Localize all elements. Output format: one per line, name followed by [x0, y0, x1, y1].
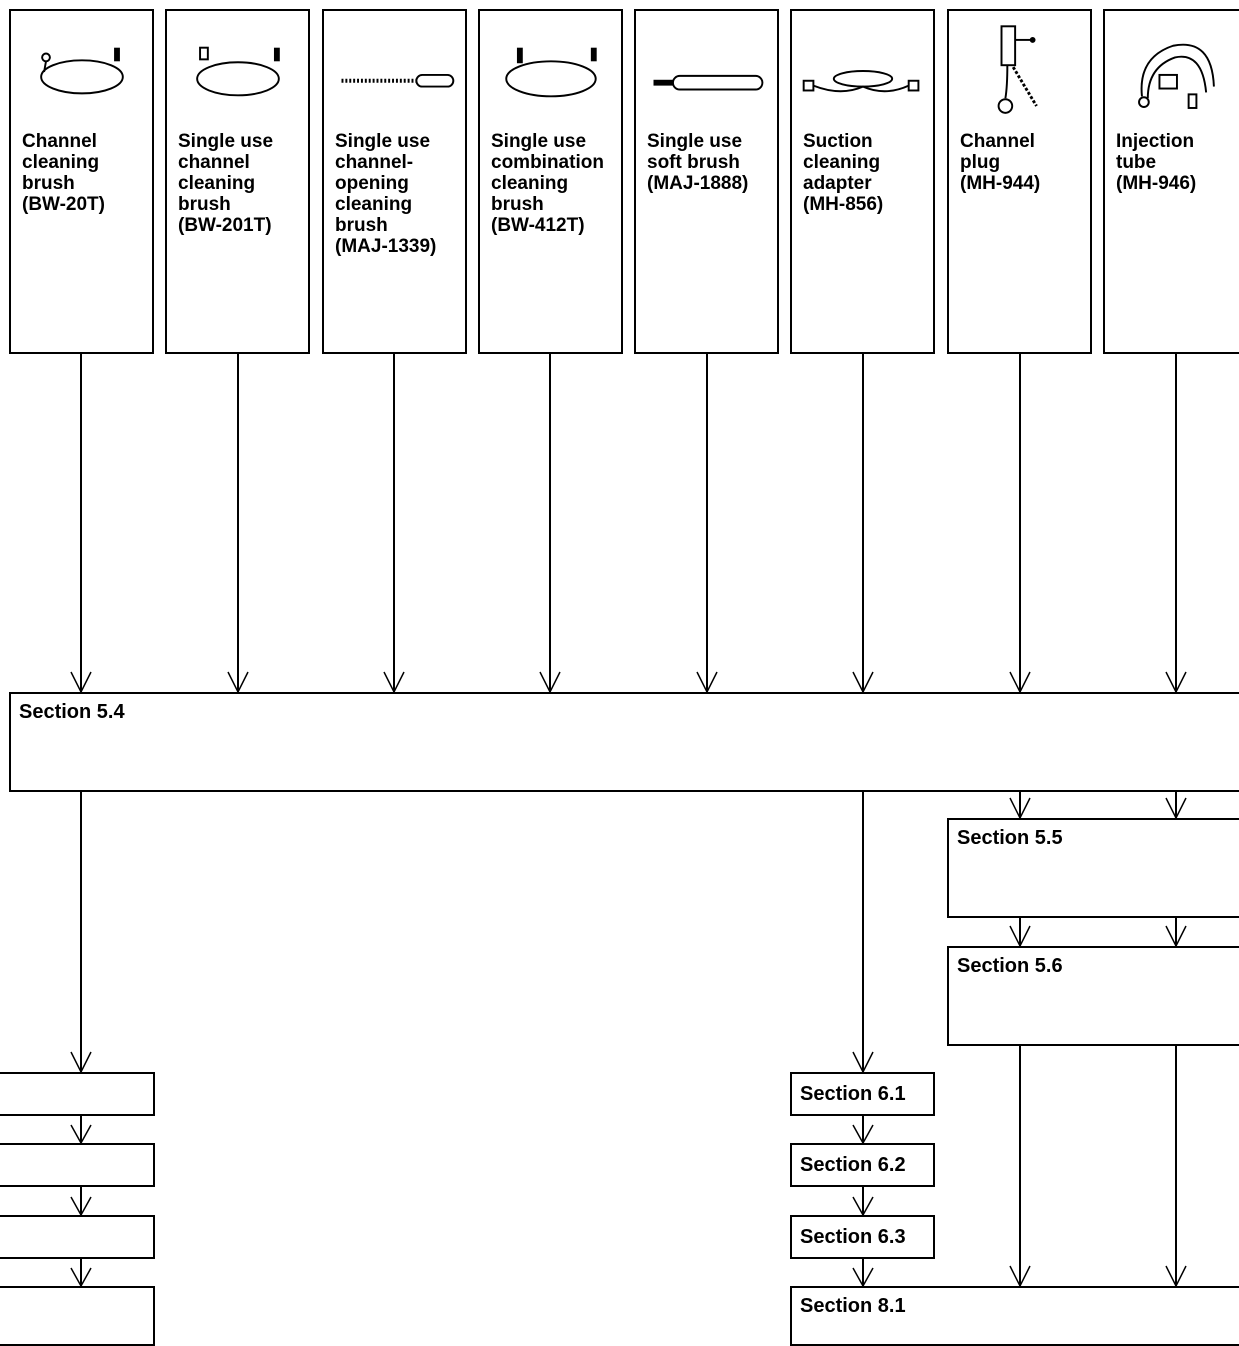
- section-6-2-label: Section 6.2: [800, 1154, 906, 1176]
- injection-tube-icon: [1138, 43, 1215, 109]
- empty-step-box-4: [0, 1286, 155, 1346]
- section-5-6-label: Section 5.6: [957, 955, 1063, 977]
- empty-step-box-1: [0, 1072, 155, 1116]
- accessory-box-maj1339: Single use channel- opening cleaning bru…: [322, 9, 467, 354]
- section-8-1-box: Section 8.1: [790, 1286, 1239, 1346]
- section-5-5-label: Section 5.5: [957, 827, 1063, 849]
- accessory-box-bw201t: Single use channel cleaning brush (BW-20…: [165, 9, 310, 354]
- section-6-2-box: Section 6.2: [790, 1143, 935, 1187]
- accessory-box-bw412t: Single use combination cleaning brush (B…: [478, 9, 623, 354]
- section-5-4-box: Section 5.4: [9, 692, 1239, 792]
- channel-cleaning-brush-icon: [40, 47, 124, 95]
- accessory-label: Single use soft brush (MAJ-1888): [647, 131, 749, 194]
- accessory-label: Injection tube (MH-946): [1116, 131, 1197, 194]
- empty-step-box-3: [0, 1215, 155, 1259]
- accessory-label: Channel plug (MH-944): [960, 131, 1041, 194]
- section-8-1-label: Section 8.1: [800, 1295, 906, 1317]
- single-use-channel-cleaning-brush-icon: [196, 46, 280, 97]
- accessory-box-mh944: Channel plug (MH-944): [947, 9, 1092, 354]
- combination-cleaning-brush-icon: [505, 47, 597, 98]
- accessory-box-maj1888: Single use soft brush (MAJ-1888): [634, 9, 779, 354]
- section-5-4-label: Section 5.4: [19, 701, 125, 723]
- section-5-6-box: Section 5.6: [947, 946, 1239, 1046]
- section-6-3-box: Section 6.3: [790, 1215, 935, 1259]
- empty-step-box-2: [0, 1143, 155, 1187]
- accessory-box-mh946: Injection tube (MH-946): [1103, 9, 1239, 354]
- accessory-label: Single use channel- opening cleaning bru…: [335, 131, 437, 257]
- section-6-1-label: Section 6.1: [800, 1083, 906, 1105]
- accessory-box-mh856: Suction cleaning adapter (MH-856): [790, 9, 935, 354]
- channel-plug-icon: [997, 25, 1038, 114]
- section-6-3-label: Section 6.3: [800, 1226, 906, 1248]
- section-6-1-box: Section 6.1: [790, 1072, 935, 1116]
- channel-opening-brush-icon: [341, 73, 455, 88]
- accessory-label: Single use combination cleaning brush (B…: [491, 131, 604, 236]
- accessory-label: Suction cleaning adapter (MH-856): [803, 131, 884, 215]
- accessory-box-bw20t: Channel cleaning brush (BW-20T): [9, 9, 154, 354]
- soft-brush-icon: [653, 74, 764, 91]
- section-5-5-box: Section 5.5: [947, 818, 1239, 918]
- accessory-label: Single use channel cleaning brush (BW-20…: [178, 131, 274, 236]
- suction-cleaning-adapter-icon: [802, 70, 920, 93]
- accessory-label: Channel cleaning brush (BW-20T): [22, 131, 105, 215]
